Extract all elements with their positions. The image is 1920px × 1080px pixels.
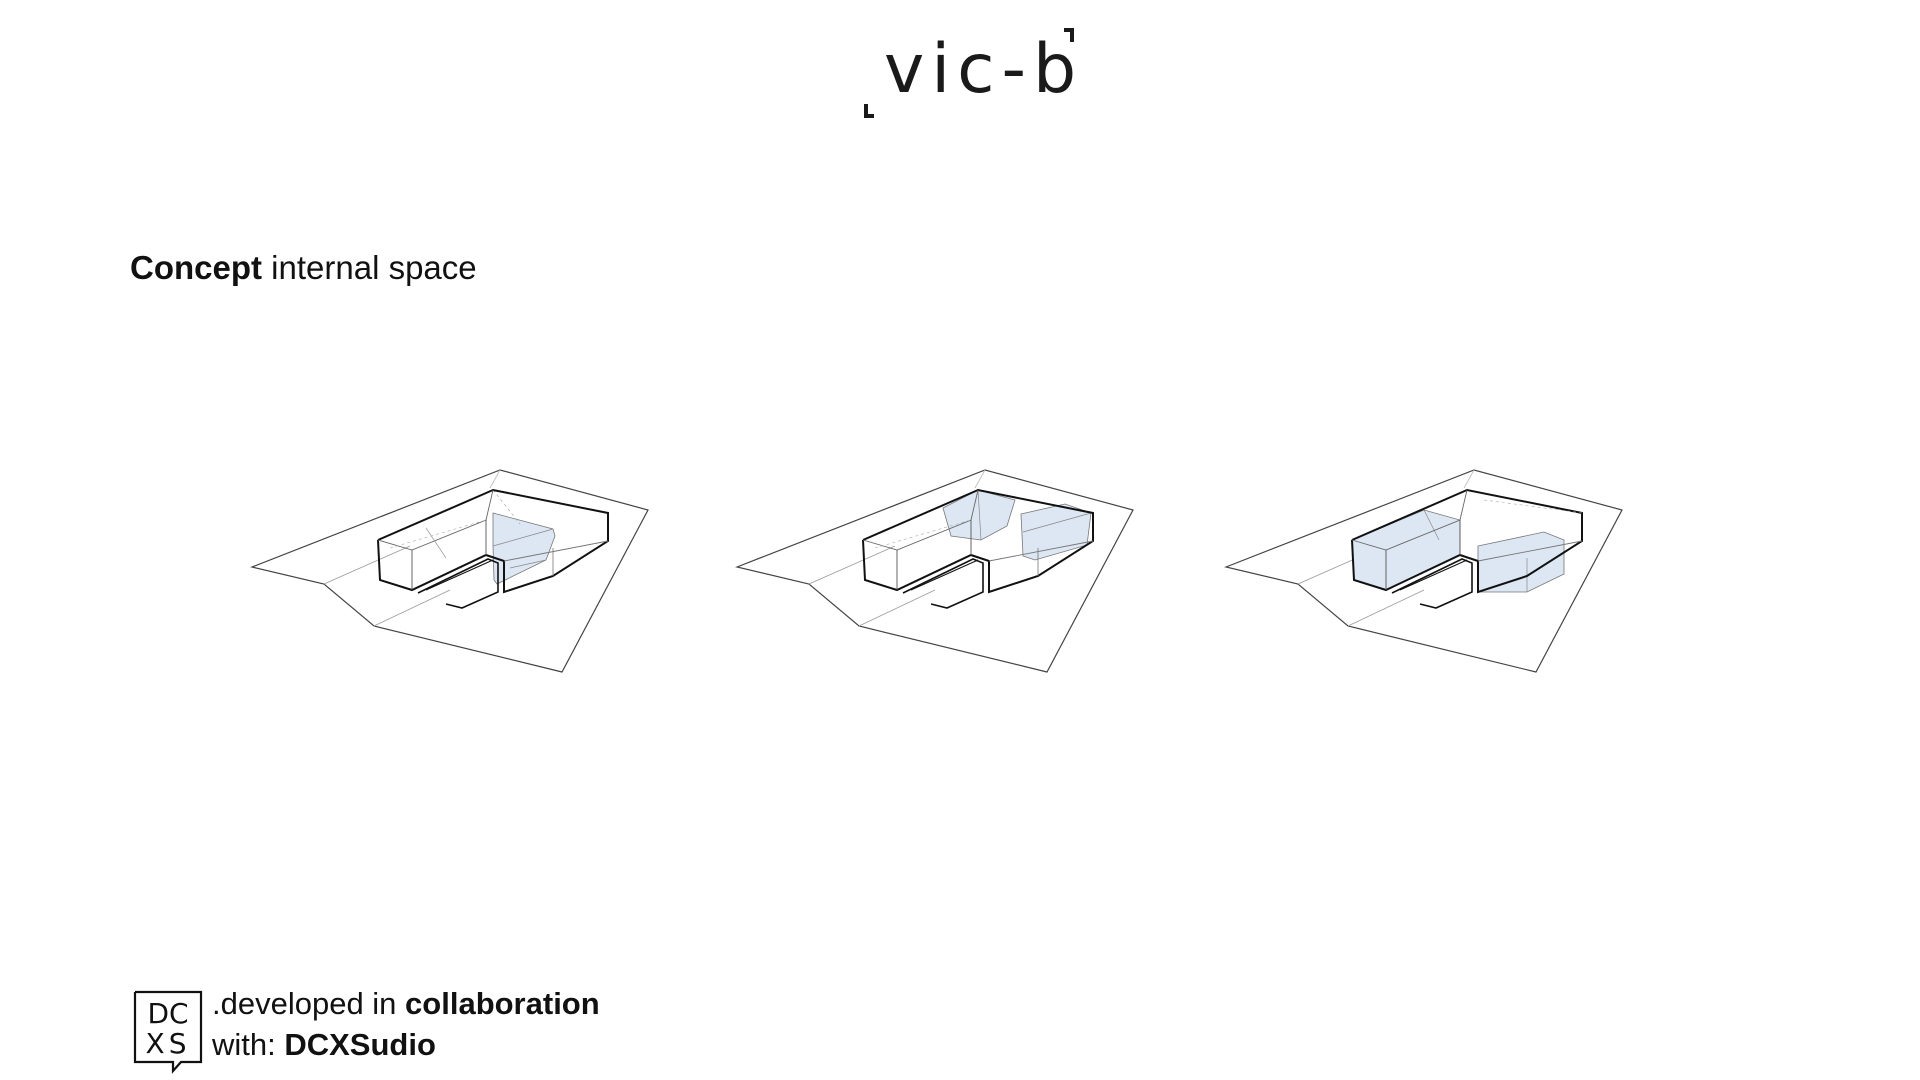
building-dashed-edge [874,519,972,549]
dcxs-logo: DC XS [133,990,203,1074]
dcxs-logo-row2: XS [146,1027,191,1060]
highlight-volume [492,512,556,585]
highlight-volume [942,489,1016,541]
volume-edge [492,528,554,547]
footer-line-2-bold: DCXSudio [284,1027,436,1062]
building-roof-outline [377,488,609,594]
building-roof-outline [862,488,1094,594]
building-edge [425,527,447,559]
building-dashed-edge [389,519,487,549]
site-path-line [974,469,986,489]
courtyard-edge [910,559,979,591]
building-edge [988,540,1094,562]
footer-line-2: with: DCXSudio [212,1024,600,1065]
courtyard-edge [1399,559,1468,591]
logo-bracket-left [864,104,874,118]
section-title-bold: Concept [130,249,262,286]
building-roof-outline [1351,488,1583,594]
footer-line-2-prefix: with: [212,1027,285,1062]
footer-line-1-prefix: .developed in [212,986,406,1021]
volume-edge [509,559,547,569]
courtyard-edge [425,559,494,591]
logo-bracket-right [1064,28,1074,42]
site-path-line [489,469,501,489]
courtyard-outline [417,558,499,609]
courtyard-outline [1391,558,1473,609]
volume-edge [492,489,521,525]
building-inner-edge [1351,489,1468,551]
site-path-line [1463,469,1475,489]
footer-credit: DC XS .developed in collaboration with: … [130,983,690,1074]
dcxs-logo-frame [133,990,203,1074]
dcxs-logo-row1: DC [147,997,188,1030]
section-title-rest: internal space [262,249,477,286]
building-edge [503,540,609,562]
site-path-line [373,589,451,627]
highlight-volume [1477,531,1565,593]
site-path-line [858,589,936,627]
building-dashed-edge [1483,499,1583,514]
volume-edge [1022,512,1092,533]
building-inner-edge [377,489,494,551]
concept-diagram-2 [734,469,1134,673]
highlight-volume [1020,503,1092,561]
footer-line-1-bold: collaboration [405,986,600,1021]
site-path-line [323,545,411,585]
section-title: Concept internal space [130,248,477,288]
footer-text: .developed in collaboration with: DCXSud… [212,983,600,1065]
volume-edge [1423,509,1440,541]
logo-text: vic-b [884,30,1084,109]
concept-diagram-1 [249,469,649,673]
highlight-volume [1351,509,1461,591]
vic-b-logo: vic-b [864,24,1084,118]
site-path-line [808,545,896,585]
building-edge [1477,540,1583,562]
site-path-line [1347,589,1425,627]
volume-edge [977,489,982,541]
courtyard-outline [902,558,984,609]
building-inner-edge [862,489,979,551]
concept-diagram-3 [1223,469,1623,673]
footer-line-1: .developed in collaboration [212,983,600,1024]
